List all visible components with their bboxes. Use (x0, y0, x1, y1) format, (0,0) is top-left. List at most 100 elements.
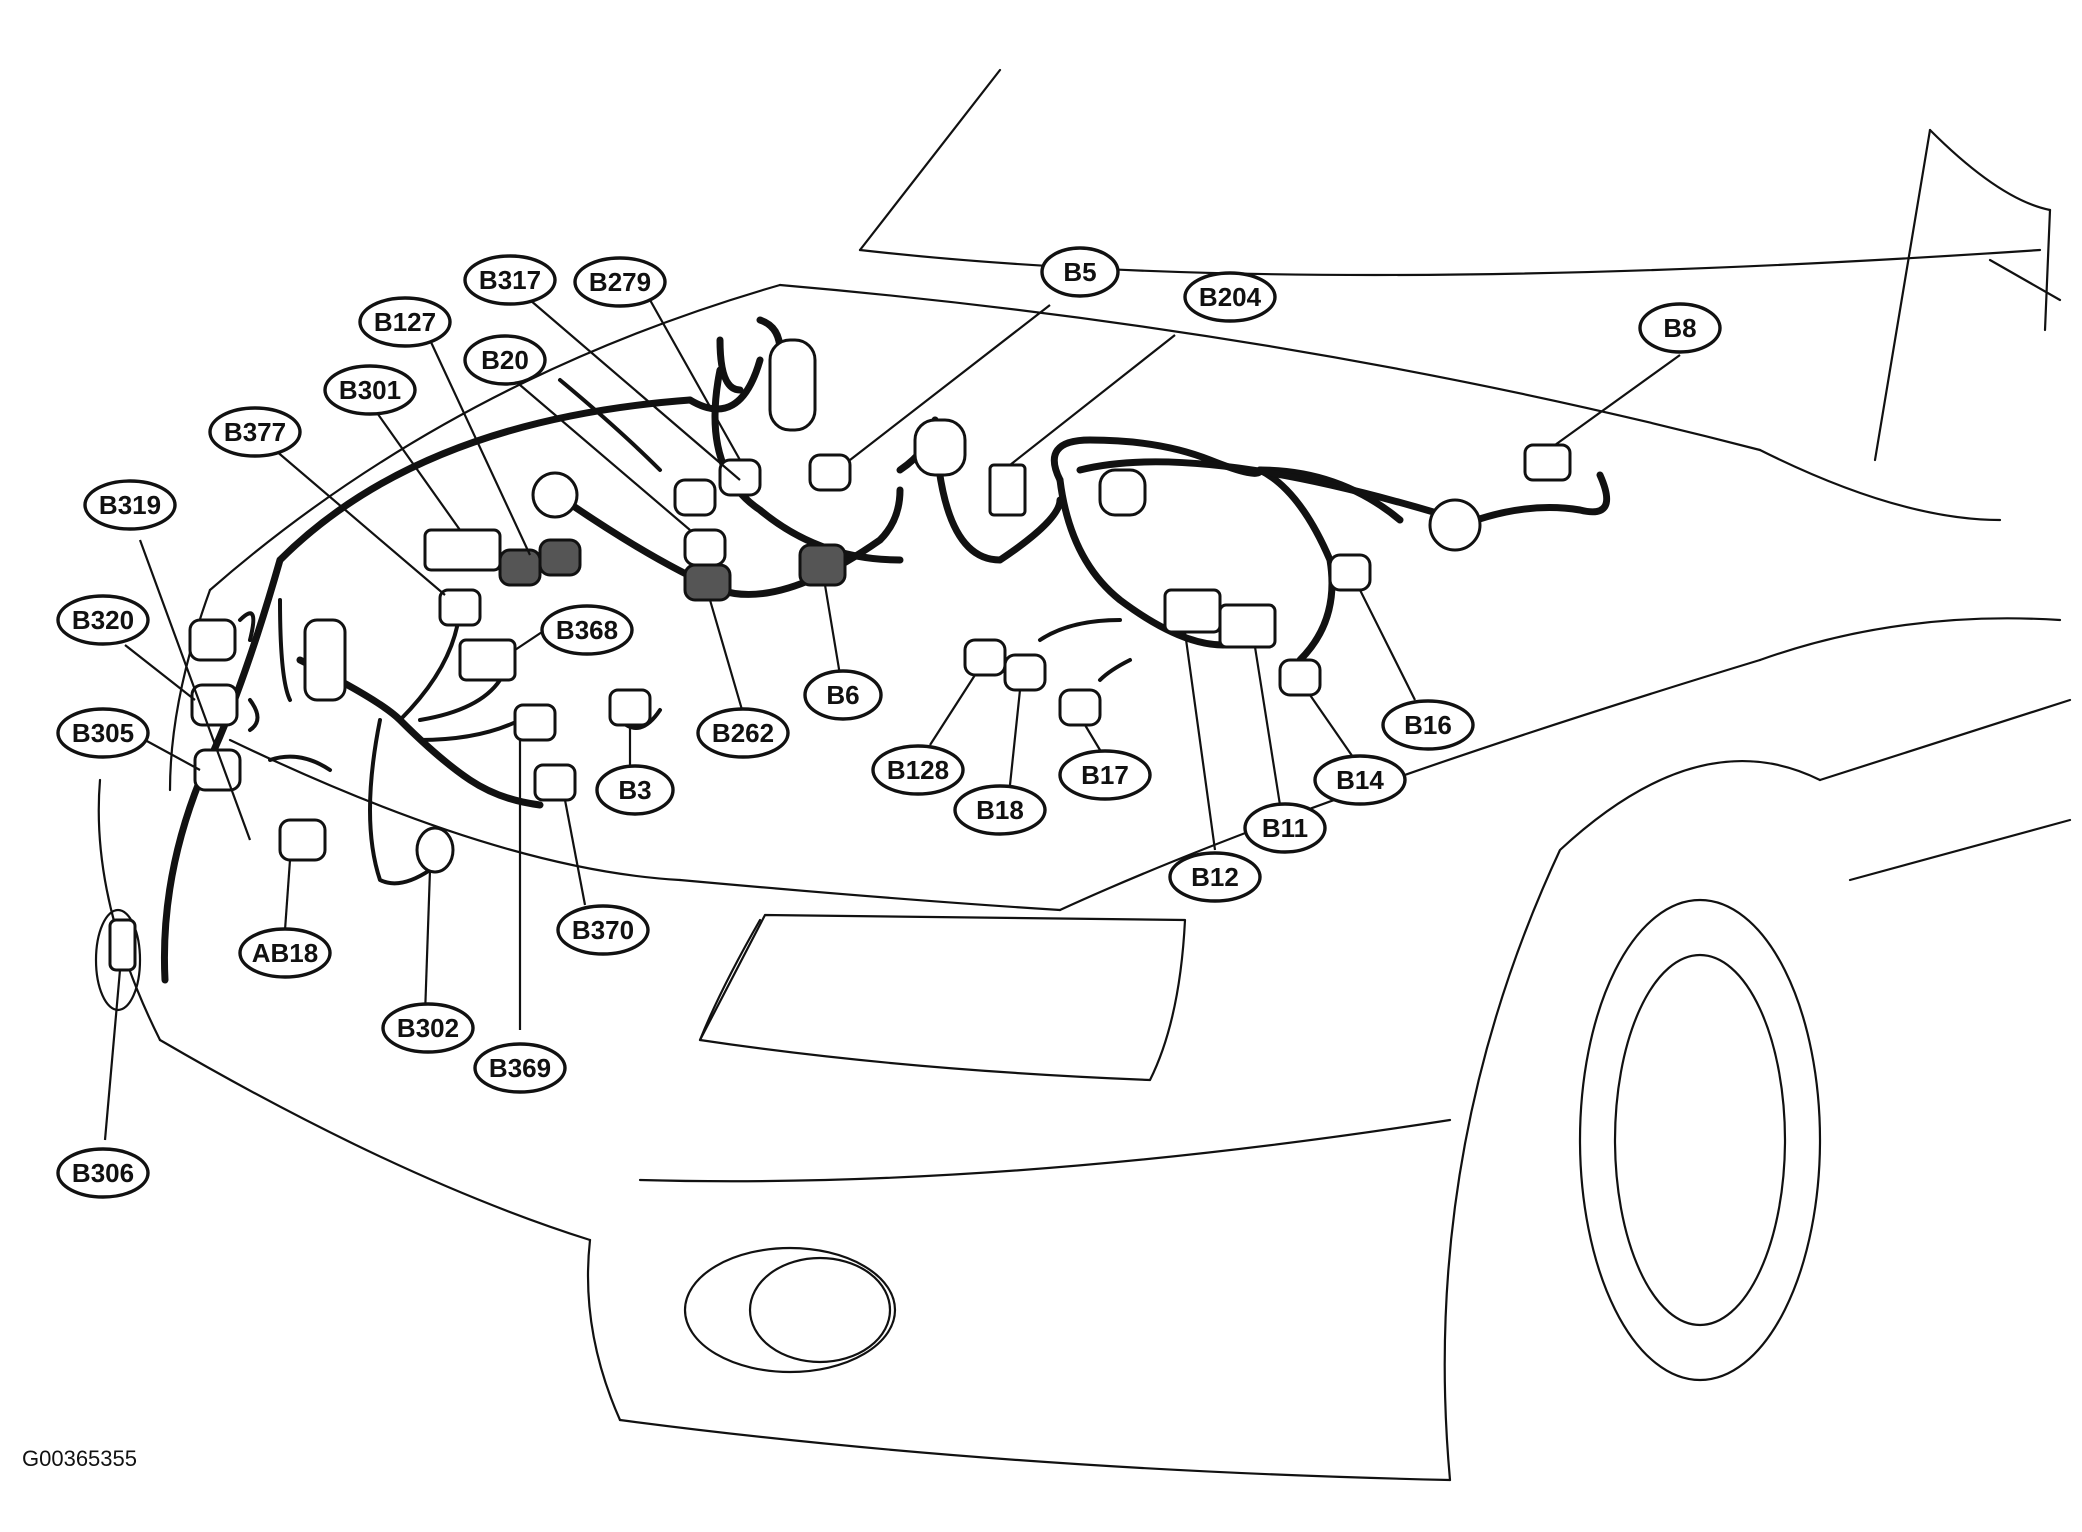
callout-b301: B301 (323, 364, 417, 416)
harness-to-b8 (1446, 471, 1611, 534)
connector-b306 (108, 918, 137, 972)
connector-b16 (1328, 553, 1372, 592)
callout-b5: B5 (1040, 246, 1120, 298)
leader-b370 (563, 799, 587, 906)
tire-inner (1613, 953, 1787, 1327)
harness-trunk-upper (276, 396, 694, 564)
callout-b18: B18 (953, 784, 1047, 836)
harness-b262 (711, 366, 904, 564)
connector-b128 (963, 638, 1007, 677)
label-b370: B370 (572, 915, 634, 945)
bumper-corner (586, 1238, 622, 1422)
hood-left-edge (208, 283, 782, 592)
label-b302: B302 (397, 1013, 459, 1043)
callout-b262: B262 (696, 707, 790, 759)
leader-b302 (423, 869, 432, 1016)
connector-b370 (533, 763, 577, 802)
connector-b377 (438, 588, 482, 627)
label-ab18: AB18 (252, 938, 318, 968)
leader-b377 (274, 449, 446, 596)
connector-b369 (513, 703, 557, 742)
label-b16: B16 (1404, 710, 1452, 740)
leader-b11 (1253, 646, 1282, 806)
connector-b18 (1003, 653, 1047, 692)
relay-b301 (423, 528, 502, 572)
bracket-top (768, 338, 817, 432)
connector-b317 (683, 528, 727, 567)
connector-b368 (458, 638, 517, 682)
mirror-line (1988, 258, 2062, 302)
harness-lower-branch (296, 656, 544, 809)
wire-b369 (418, 718, 522, 742)
figure-id: G00365355 (22, 1446, 137, 1471)
callout-b14: B14 (1313, 754, 1407, 806)
door-frame (2043, 208, 2052, 332)
callout-ab18: AB18 (238, 927, 332, 979)
hood-front-edge-mid (678, 878, 1062, 912)
label-b12: B12 (1191, 862, 1239, 892)
callout-b369: B369 (473, 1042, 567, 1094)
callout-b319: B319 (83, 479, 177, 531)
wire-b319 (238, 611, 256, 642)
wire-b320 (248, 698, 260, 732)
label-b262: B262 (712, 718, 774, 748)
connector-b5 (808, 453, 852, 492)
label-b279: B279 (589, 267, 651, 297)
leader-b6 (823, 584, 842, 676)
wheel-arch (1443, 760, 1822, 1482)
fog-light (748, 1256, 892, 1364)
connector-b16-round (1428, 498, 1482, 552)
label-b127: B127 (374, 307, 436, 337)
leader-b127 (429, 339, 531, 556)
leader-b17 (1084, 724, 1101, 751)
callout-b204: B204 (1183, 271, 1277, 323)
fog-light-surround (683, 1246, 897, 1374)
connector-b319 (188, 618, 237, 662)
connector-b14 (1278, 658, 1322, 697)
label-b18: B18 (976, 795, 1024, 825)
label-b11: B11 (1262, 813, 1308, 843)
connector-b204 (988, 463, 1027, 517)
callout-b6: B6 (803, 669, 883, 721)
callout-b302: B302 (381, 1002, 475, 1054)
callout-b11: B11 (1243, 802, 1327, 854)
callout-b128: B128 (871, 744, 965, 796)
vehicle-outline (94, 68, 2072, 1482)
leader-b128 (929, 674, 976, 746)
leader-lines (103, 299, 1681, 1141)
fender-top-right (1758, 448, 2002, 522)
wire-b17 (1098, 658, 1132, 682)
air-intake (698, 913, 1187, 1082)
label-b128: B128 (887, 755, 949, 785)
fender-crease (1758, 617, 2062, 662)
wire-b302-lug (368, 718, 432, 886)
grommet (531, 471, 579, 519)
callout-b368: B368 (540, 604, 634, 656)
left-marker-light (94, 908, 142, 1012)
label-b20: B20 (481, 345, 529, 375)
leader-b319 (138, 539, 252, 841)
leader-b262 (708, 599, 747, 721)
connector-b320 (190, 683, 239, 727)
connector-b305 (193, 748, 242, 792)
leader-b16 (1359, 589, 1416, 701)
wire-b302 (278, 598, 292, 702)
leader-b317 (529, 299, 741, 481)
leader-b320 (124, 644, 196, 701)
callout-b17: B17 (1058, 749, 1152, 801)
bumper-bottom (618, 1418, 1452, 1482)
label-b317: B317 (479, 265, 541, 295)
connector-b5-large (913, 418, 967, 477)
callout-b320: B320 (56, 594, 150, 646)
label-b6: B6 (826, 680, 859, 710)
hood-front-edge-right (1058, 658, 1762, 912)
connector-ab18 (278, 818, 327, 862)
connector-bodies (108, 338, 1572, 972)
fender-left (168, 588, 212, 792)
wire-b128 (1038, 618, 1122, 642)
a-pillar (1873, 128, 1932, 462)
wire-b368 (418, 678, 502, 722)
harness-to-b5 (686, 356, 764, 413)
tire-outer (1578, 898, 1822, 1382)
